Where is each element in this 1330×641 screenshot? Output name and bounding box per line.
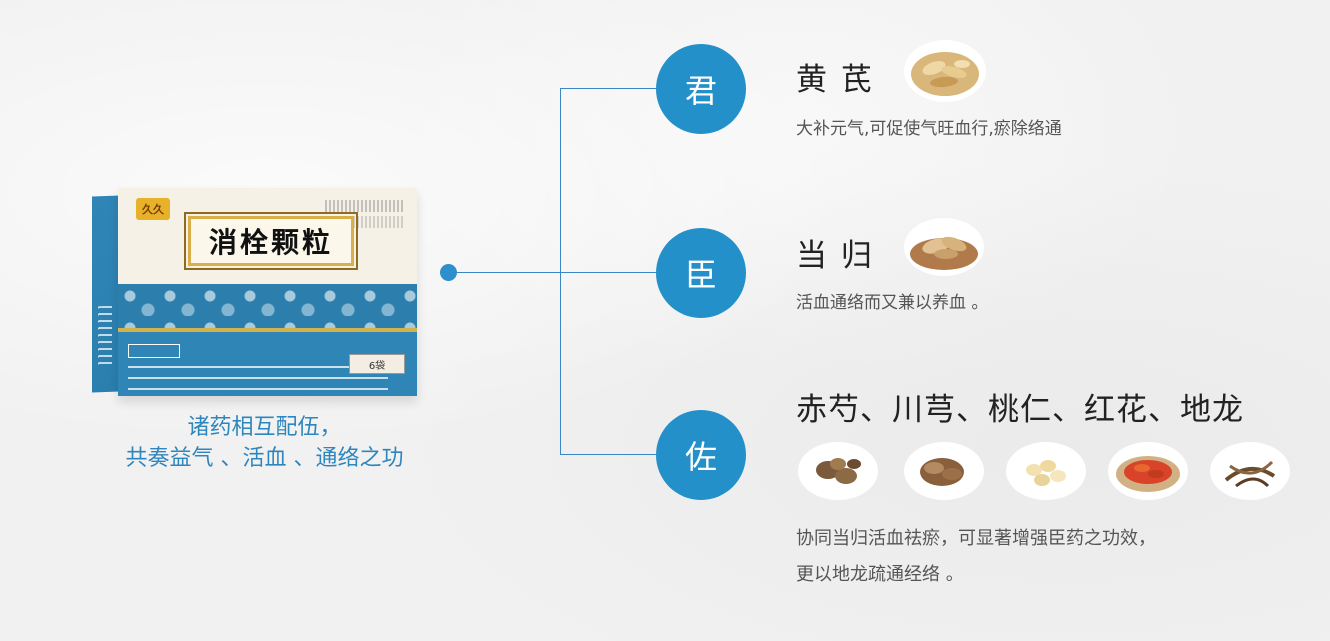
connector-line-vertical [560, 88, 561, 455]
role-badge-chen: 臣 [656, 228, 746, 318]
taoren-image [1006, 442, 1086, 500]
herb-desc-zuo-line-1: 协同当归活血祛瘀，可显著增强臣药之功效， [796, 528, 1156, 549]
herb-desc-huangqi: 大补元气,可促使气旺血行,瘀除络通 [796, 119, 1062, 139]
connector-line-jun [560, 88, 660, 89]
herb-name-zuo: 赤芍、川芎、桃仁、红花、地龙 [796, 392, 1244, 428]
formula-caption: 诸药相互配伍， 共奏益气 、活血 、通络之功 [92, 412, 437, 474]
herb-name-danggui: 当 归 [796, 238, 874, 274]
role-badge-zuo: 佐 [656, 410, 746, 500]
herb-desc-danggui: 活血通络而又兼以养血 。 [796, 293, 989, 313]
brand-logo: 久久 [136, 198, 170, 220]
product-title-frame: 消栓颗粒 [184, 212, 358, 270]
herb-desc-zuo-line-2: 更以地龙疏通经络 。 [796, 564, 964, 585]
danggui-image [904, 218, 984, 276]
connector-line-zuo [560, 454, 660, 455]
product-box-image: 久久 消栓颗粒 6袋 [92, 188, 417, 396]
box-side-panel [92, 195, 120, 393]
herb-name-huangqi: 黄 芪 [796, 62, 874, 98]
connector-line-main [457, 272, 560, 273]
connector-dot [440, 264, 457, 281]
box-front-panel: 久久 消栓颗粒 6袋 [118, 188, 417, 396]
product-name: 消栓颗粒 [208, 226, 333, 259]
dilong-image [1210, 442, 1290, 500]
connector-line-chen [560, 272, 660, 273]
chishao-image [798, 442, 878, 500]
huangqi-image [904, 40, 986, 102]
caption-line-2: 共奏益气 、活血 、通络之功 [125, 446, 404, 471]
caption-line-1: 诸药相互配伍， [187, 415, 342, 440]
role-badge-jun: 君 [656, 44, 746, 134]
package-count: 6袋 [349, 354, 405, 374]
honghua-image [1108, 442, 1188, 500]
chuanxiong-image [904, 442, 984, 500]
